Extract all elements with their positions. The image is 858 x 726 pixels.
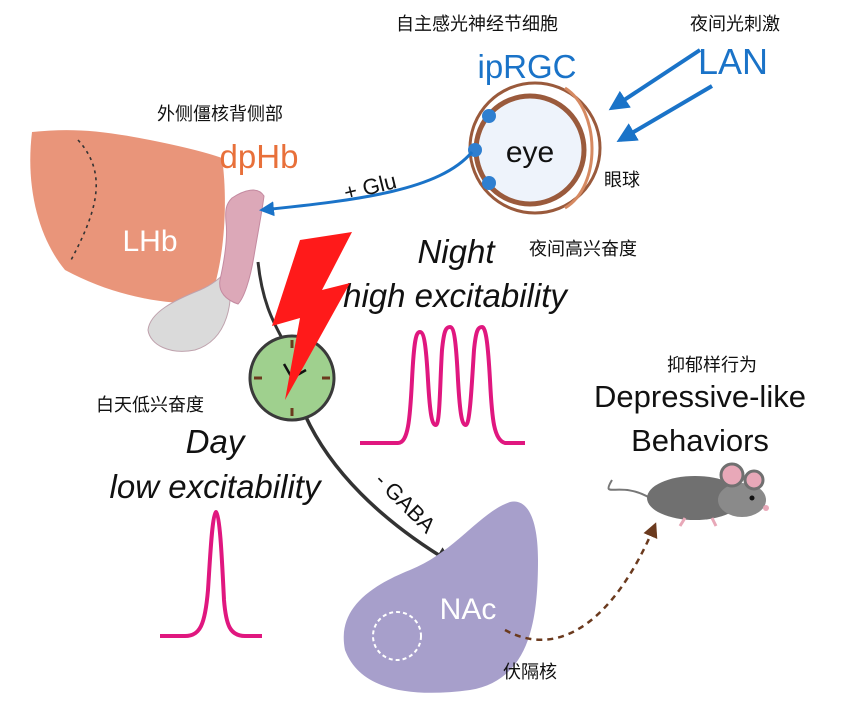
depressive-label: Depressive-like — [594, 379, 806, 414]
dphb-label: dpHb — [220, 138, 299, 175]
lightning-bolt-icon — [272, 232, 352, 400]
dphb-cn-label: 外侧僵核背侧部 — [157, 104, 283, 125]
nac-body — [343, 501, 538, 693]
eye-icon: eye — [468, 81, 602, 215]
night-spike-trace — [360, 325, 525, 445]
lhb-body — [30, 130, 225, 303]
lhb-tail — [147, 269, 231, 352]
lan-arrow — [616, 84, 714, 143]
gaba-label: - GABA — [370, 467, 441, 538]
lhb-region: LHb — [30, 130, 265, 352]
nac-inner-circle — [372, 611, 422, 661]
nac-region: NAc — [343, 501, 538, 693]
iprgc-cn-label: 自主感光神经节细胞 — [396, 14, 558, 35]
behaviors-label: Behaviors — [631, 423, 769, 458]
iprgc-dot — [482, 109, 496, 123]
glu-arrow — [259, 151, 474, 217]
lhb-to-clock-line — [256, 261, 285, 341]
night-excitability-label: high excitability — [343, 277, 569, 314]
day-spike-trace — [160, 510, 262, 638]
iprgc-label: ipRGC — [477, 48, 576, 85]
dphb-body — [219, 189, 265, 305]
gaba-arrow — [303, 414, 454, 564]
lan-label: LAN — [698, 41, 768, 82]
night-cn-label: 夜间高兴奋度 — [529, 239, 637, 260]
eye-cn-label: 眼球 — [604, 170, 640, 191]
depressive-cn-label: 抑郁样行为 — [667, 355, 757, 376]
lan-cn-label: 夜间光刺激 — [690, 14, 780, 35]
nac-to-behavior-arrow — [504, 522, 658, 641]
nac-cn-label: 伏隔核 — [503, 662, 557, 683]
day-label: Day — [186, 423, 247, 460]
glu-label: + Glu — [341, 168, 399, 205]
nac-label: NAc — [440, 593, 497, 626]
mouse-icon — [607, 462, 769, 527]
eye-label: eye — [506, 136, 554, 169]
lan-arrow — [608, 48, 702, 111]
night-label: Night — [417, 233, 496, 270]
day-cn-label: 白天低兴奋度 — [96, 395, 204, 416]
day-excitability-label: low excitability — [110, 468, 323, 505]
iprgc-dot — [482, 176, 496, 190]
lhb-label: LHb — [122, 225, 177, 258]
lhb-boundary-dotted — [69, 139, 97, 263]
